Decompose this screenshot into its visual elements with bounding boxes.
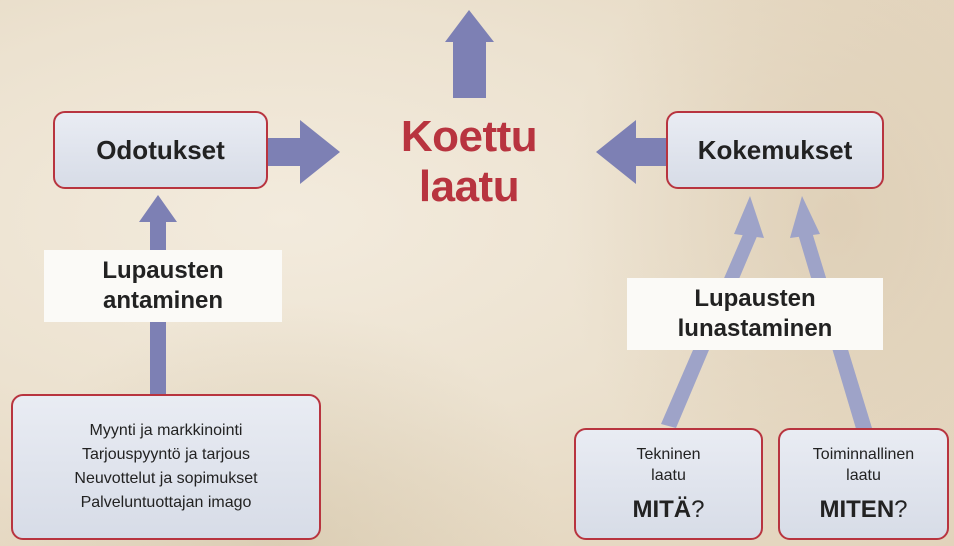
experiences-box: Kokemukset: [666, 111, 884, 189]
expectations-title: Odotukset: [96, 134, 225, 165]
functional-question-mark: ?: [894, 496, 908, 523]
arrow-diag-right-head: [790, 196, 820, 238]
perceived-quality-title: Koettu laatu: [400, 112, 538, 211]
expectations-box: Odotukset: [53, 111, 268, 189]
technical-quality-line1: Tekninen: [636, 446, 701, 463]
arrow-left-to-title: [596, 120, 666, 184]
functional-quality-line1: Toiminnallinen: [812, 446, 915, 463]
arrow-right-to-title: [268, 120, 340, 184]
promise-keeping-line2: lunastaminen: [677, 315, 833, 342]
functional-question-word: MITEN: [819, 496, 895, 523]
technical-quality-line2: laatu: [651, 467, 686, 484]
promise-keeping-label: Lupausten lunastaminen: [627, 278, 883, 350]
promise-giving-line1: Lupausten: [102, 257, 224, 284]
arrow-up-top-head: [445, 10, 494, 42]
arrow-up-top: [453, 40, 486, 98]
technical-quality-question: MITÄ?: [632, 496, 704, 524]
functional-quality-question: MITEN?: [819, 496, 907, 524]
technical-question-word: MITÄ: [632, 496, 692, 523]
source-line-3: Neuvottelut ja sopimukset: [74, 470, 258, 487]
promise-sources-box: Myynti ja markkinointi Tarjouspyyntö ja …: [11, 394, 321, 540]
promise-giving-line2: antaminen: [102, 287, 224, 314]
promise-giving-label: Lupausten antaminen: [44, 250, 282, 322]
technical-question-mark: ?: [691, 496, 705, 523]
technical-quality-box: Tekninen laatu MITÄ?: [574, 428, 763, 540]
source-line-4: Palveluntuottajan imago: [80, 494, 252, 511]
source-line-2: Tarjouspyyntö ja tarjous: [81, 446, 251, 463]
source-line-1: Myynti ja markkinointi: [89, 422, 243, 439]
functional-quality-box: Toiminnallinen laatu MITEN?: [778, 428, 949, 540]
experiences-title: Kokemukset: [697, 134, 853, 165]
arrow-up-left-head: [139, 195, 177, 222]
arrow-diag-left-head: [734, 196, 764, 238]
functional-quality-line2: laatu: [846, 467, 881, 484]
promise-keeping-line1: Lupausten: [694, 285, 816, 312]
